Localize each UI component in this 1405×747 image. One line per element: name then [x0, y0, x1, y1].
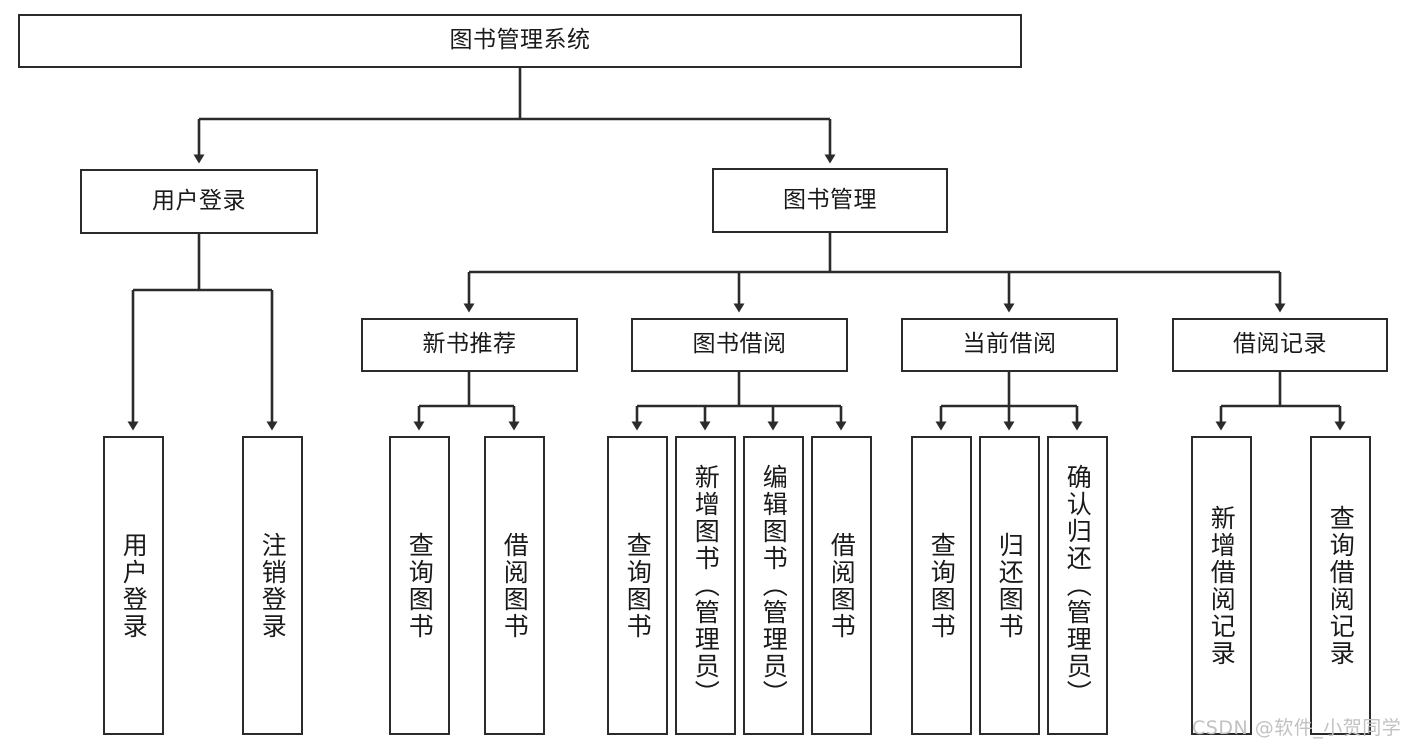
leaf-borrow-borrow-book[interactable]: 借阅图书: [811, 436, 872, 735]
node-borrow-record[interactable]: 借阅记录: [1172, 318, 1388, 372]
leaf-recommend-borrow-book[interactable]: 借阅图书: [484, 436, 545, 735]
leaf-label: 归还图书: [995, 531, 1025, 640]
leaf-label: 编辑图书（管理员）: [759, 464, 789, 707]
leaf-label: 新增图书（管理员）: [691, 464, 721, 707]
leaf-label: 新增借阅记录: [1207, 504, 1237, 667]
leaf-borrow-edit-book[interactable]: 编辑图书（管理员）: [743, 436, 804, 735]
leaf-recommend-query-book[interactable]: 查询图书: [389, 436, 450, 735]
leaf-label: 查询图书: [927, 531, 957, 640]
node-book-management[interactable]: 图书管理: [712, 168, 948, 233]
leaf-borrow-add-book[interactable]: 新增图书（管理员）: [675, 436, 736, 735]
leaf-borrow-query-book[interactable]: 查询图书: [607, 436, 668, 735]
leaf-label: 借阅图书: [827, 531, 857, 640]
leaf-record-query-record[interactable]: 查询借阅记录: [1310, 436, 1371, 735]
node-user-login[interactable]: 用户登录: [80, 169, 318, 234]
leaf-label: 查询图书: [405, 531, 435, 640]
node-current-borrow[interactable]: 当前借阅: [901, 318, 1118, 372]
leaf-label: 查询借阅记录: [1326, 504, 1356, 667]
leaf-current-query-book[interactable]: 查询图书: [911, 436, 972, 735]
leaf-label: 查询图书: [623, 531, 653, 640]
leaf-label: 用户登录: [119, 531, 149, 640]
leaf-user-login-login[interactable]: 用户登录: [103, 436, 164, 735]
leaf-label: 注销登录: [258, 531, 288, 640]
leaf-label: 借阅图书: [500, 531, 530, 640]
node-book-borrow[interactable]: 图书借阅: [631, 318, 848, 372]
leaf-label: 确认归还（管理员）: [1063, 464, 1093, 707]
leaf-current-confirm-return[interactable]: 确认归还（管理员）: [1047, 436, 1108, 735]
node-new-book-recommend[interactable]: 新书推荐: [361, 318, 578, 372]
leaf-record-add-record[interactable]: 新增借阅记录: [1191, 436, 1252, 735]
node-root[interactable]: 图书管理系统: [18, 14, 1022, 68]
leaf-user-login-logout[interactable]: 注销登录: [242, 436, 303, 735]
leaf-current-return-book[interactable]: 归还图书: [979, 436, 1040, 735]
